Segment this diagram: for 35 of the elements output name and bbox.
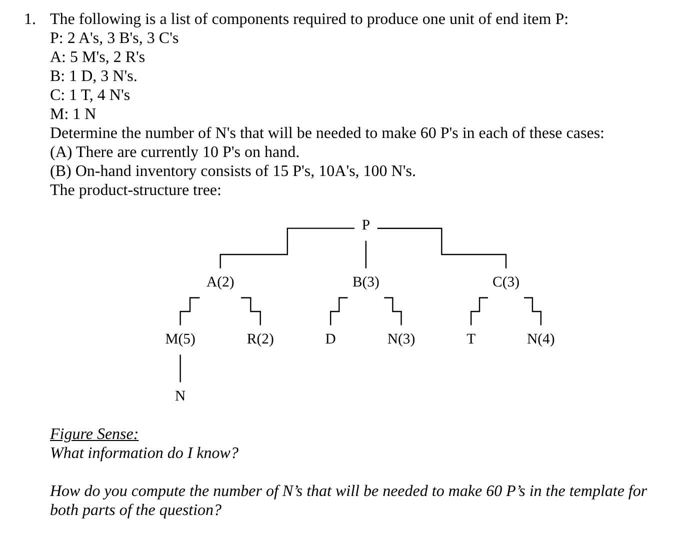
question-text: M: 1 N: [50, 105, 98, 124]
connector-line: [241, 297, 261, 326]
connector-line: [377, 228, 507, 269]
tree-node-label: P: [362, 218, 370, 234]
tree-node-label: A(2): [206, 274, 234, 290]
question-text: B: 1 D, 3 N's.: [50, 67, 138, 86]
question-text: A: 5 M's, 2 R's: [50, 48, 146, 67]
question-text: Determine the number of N's that will be needed to make 60 P's in each of these cases:: [50, 124, 606, 143]
question-text: (A) There are currently 10 P's on hand.: [50, 143, 301, 162]
question-text: (B) On-hand inventory consists of 15 P's, 10A's, 100 N's.: [50, 162, 417, 181]
connector-line: [180, 354, 181, 383]
question-number: 1.: [24, 10, 36, 29]
tree-node-label: D: [325, 332, 336, 348]
tree-node-label: N(4): [527, 332, 555, 348]
connector-line: [470, 297, 488, 326]
question-text: C: 1 T, 4 N's: [50, 86, 132, 105]
question-text: The following is a list of components required to produce one unit of end item P:: [50, 10, 570, 29]
connector-line: [524, 297, 542, 326]
question-text: The product-structure tree:: [50, 181, 222, 200]
connector-line: [384, 297, 402, 326]
tree-node-label: T: [466, 332, 476, 348]
section-heading: Figure Sense:: [50, 425, 140, 444]
tree-node-label: M(5): [165, 332, 196, 348]
connector-line: [220, 228, 354, 269]
connector-line: [180, 297, 200, 326]
question-text: How do you compute the number of N’s that will be needed to make 60 P’s in the template for both parts of the question?: [50, 482, 648, 520]
connector-line: [330, 297, 348, 326]
tree-node-label: C(3): [492, 274, 520, 290]
tree-node-label: N: [175, 388, 186, 404]
tree-node-label: R(2): [246, 332, 274, 348]
question-text: What information do I know?: [50, 444, 240, 463]
question-text: P: 2 A's, 3 B's, 3 C's: [50, 29, 180, 48]
tree-node-label: B(3): [352, 274, 380, 290]
connector-line: [365, 240, 367, 269]
tree-node-label: N(3): [387, 332, 416, 348]
